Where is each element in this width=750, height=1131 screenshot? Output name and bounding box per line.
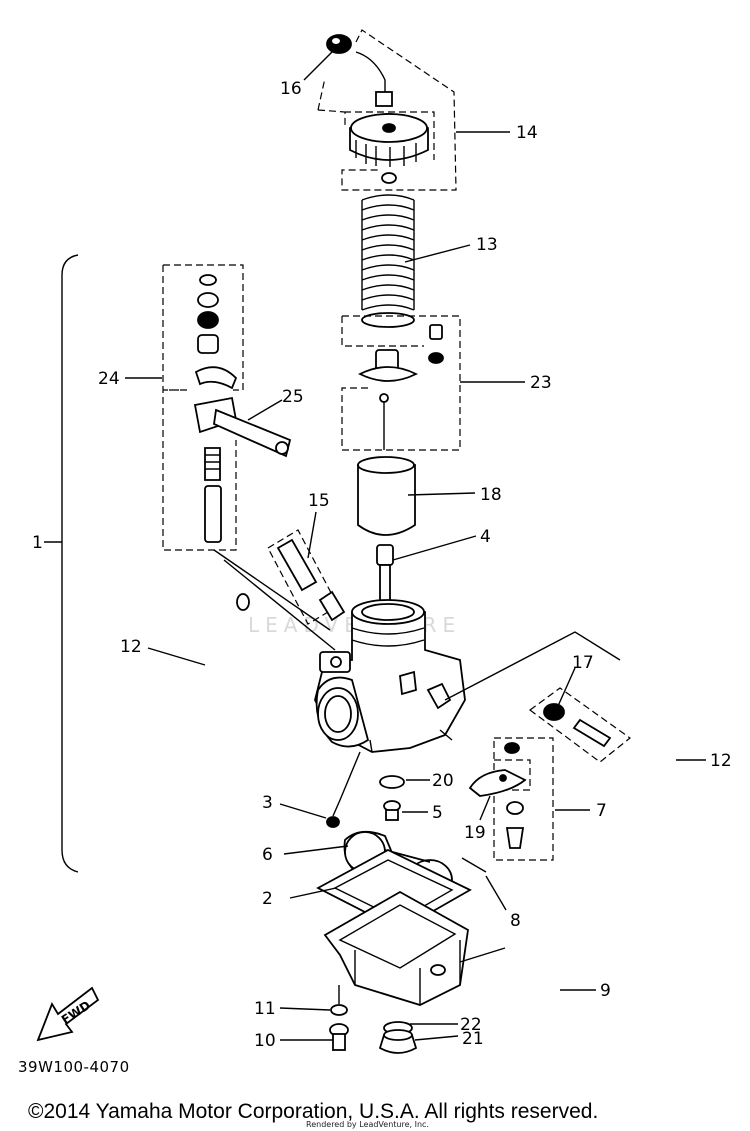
- assembly-bracket: [61, 254, 79, 873]
- callout-18: 18: [480, 485, 502, 505]
- part-5-main-jet[interactable]: [383, 800, 401, 821]
- callout-16: 16: [280, 79, 302, 99]
- part-12-overflow-tube-right[interactable]: [621, 656, 673, 826]
- callout-6: 6: [262, 845, 273, 865]
- part-7-float-valve-assembly[interactable]: [504, 742, 525, 849]
- callout-1: 1: [32, 533, 43, 553]
- callout-11: 11: [254, 999, 276, 1019]
- part-9-drain-tube[interactable]: [509, 935, 558, 1031]
- callout-4: 4: [480, 527, 491, 547]
- part-16-cap[interactable]: [326, 34, 352, 54]
- callout-22: 22: [460, 1015, 482, 1035]
- part-24-starter-plunger-assembly[interactable]: [194, 274, 238, 543]
- part-17-air-screw[interactable]: [543, 703, 612, 748]
- part-20-washer[interactable]: [379, 775, 405, 789]
- rendered-by-note: Rendered by LeadVenture, Inc.: [306, 1120, 429, 1129]
- copyright-notice: ©2014 Yamaha Motor Corporation, U.S.A. A…: [28, 1100, 598, 1123]
- callout-13: 13: [476, 235, 498, 255]
- part-18-throttle-valve[interactable]: [357, 456, 416, 536]
- callout-12-left: 12: [120, 637, 142, 657]
- callout-12-right: 12: [710, 751, 732, 771]
- callout-9: 9: [600, 981, 611, 1001]
- callout-3: 3: [262, 793, 273, 813]
- part-15-adjust-screws[interactable]: [276, 538, 346, 622]
- callout-24: 24: [98, 369, 120, 389]
- callout-2: 2: [262, 889, 273, 909]
- callout-7: 7: [596, 801, 607, 821]
- callout-20: 20: [432, 771, 454, 791]
- carburetor-body[interactable]: [314, 599, 466, 753]
- callout-14: 14: [516, 123, 538, 143]
- callout-5: 5: [432, 803, 443, 823]
- diagram-code: 39W100-4070: [18, 1058, 130, 1076]
- part-12-overflow-tube-left[interactable]: [207, 591, 250, 780]
- float-chamber[interactable]: [323, 890, 469, 1006]
- part-25-starter-lever[interactable]: [193, 396, 292, 458]
- callout-8: 8: [510, 911, 521, 931]
- callout-21: 21: [462, 1029, 484, 1049]
- part-3-clip[interactable]: [326, 751, 361, 828]
- part-19-float-arm[interactable]: [468, 769, 527, 797]
- callout-23: 23: [530, 373, 552, 393]
- leader-lines: [125, 49, 706, 1041]
- fwd-arrow-icon: FWD: [36, 986, 100, 1042]
- part-14-top-cap-assembly[interactable]: [349, 51, 429, 184]
- part-11-washer[interactable]: [330, 1004, 348, 1016]
- part-4-needle-jet[interactable]: [376, 544, 394, 608]
- part-8-float-pin[interactable]: [461, 857, 487, 873]
- part-10-screw[interactable]: [329, 1023, 349, 1051]
- callout-17: 17: [572, 653, 594, 673]
- callout-labels: 1 16 14 13 24 23 25 18 15 4 12 17 12 20 …: [32, 79, 732, 1051]
- callout-10: 10: [254, 1031, 276, 1051]
- part-23-needle-assembly[interactable]: [357, 324, 444, 450]
- callout-25: 25: [282, 387, 304, 407]
- part-21-drain-plug[interactable]: [378, 1029, 418, 1054]
- callout-15: 15: [308, 491, 330, 511]
- callout-19: 19: [464, 823, 486, 843]
